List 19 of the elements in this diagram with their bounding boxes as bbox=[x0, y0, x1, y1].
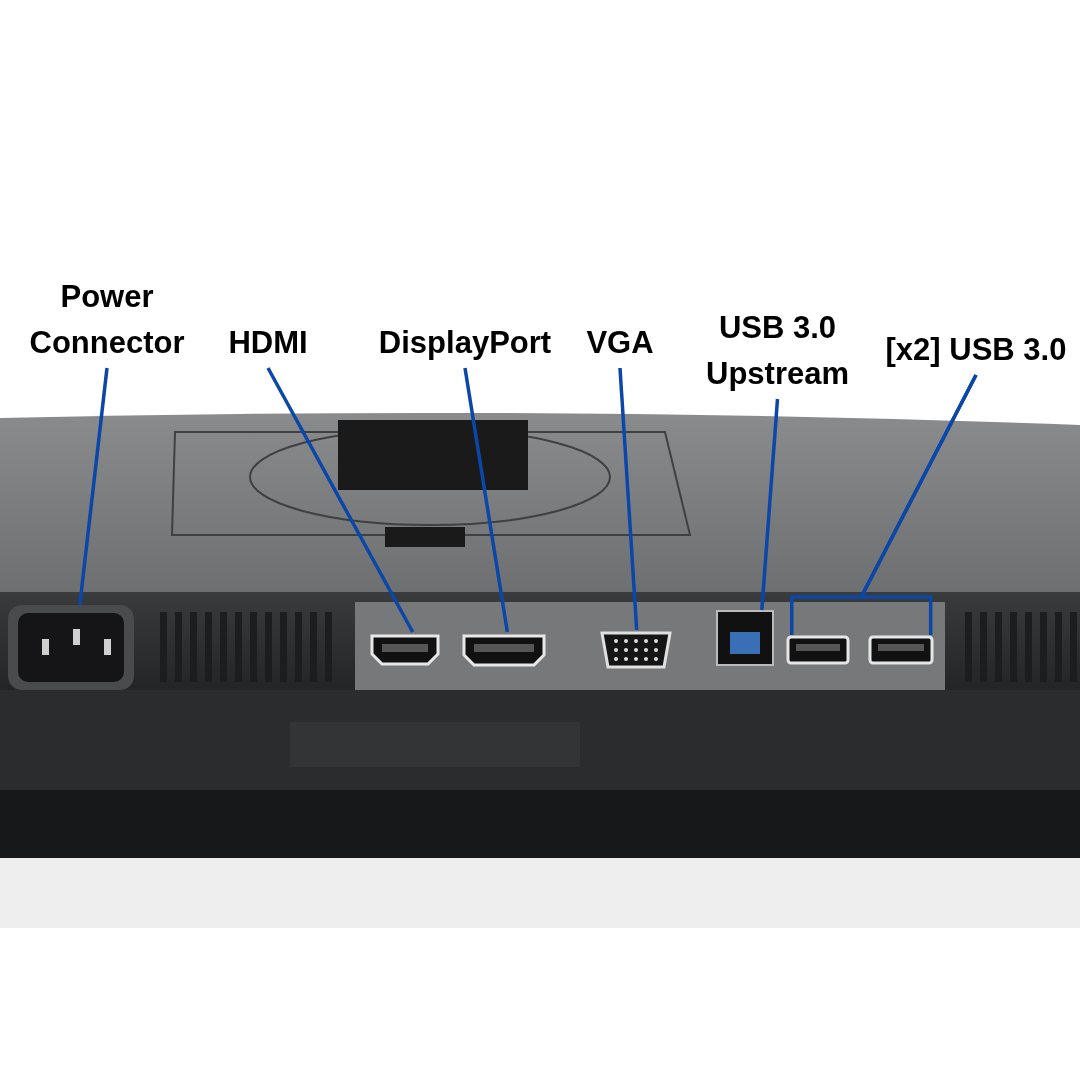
callout-label: HDMI bbox=[208, 320, 328, 366]
vga-port bbox=[600, 630, 672, 670]
leader-line bbox=[78, 367, 109, 606]
displayport-port bbox=[462, 632, 546, 667]
leader-line bbox=[618, 367, 639, 631]
hdmi-port bbox=[370, 632, 440, 666]
leader-line bbox=[266, 367, 415, 633]
usb-b-port bbox=[716, 610, 774, 666]
callout-label: Power Connector bbox=[12, 274, 202, 366]
leader-line bbox=[760, 398, 780, 611]
power-socket bbox=[8, 605, 134, 690]
callout-label: VGA bbox=[578, 320, 662, 366]
usb-a-port bbox=[786, 635, 850, 665]
callout-label: USB 3.0 Upstream bbox=[690, 305, 865, 397]
leader-line bbox=[858, 374, 978, 635]
callout-label: DisplayPort bbox=[360, 320, 570, 366]
callout-label: [x2] USB 3.0 bbox=[872, 327, 1080, 373]
usb-a-port bbox=[868, 635, 934, 665]
leader-line bbox=[463, 367, 510, 633]
